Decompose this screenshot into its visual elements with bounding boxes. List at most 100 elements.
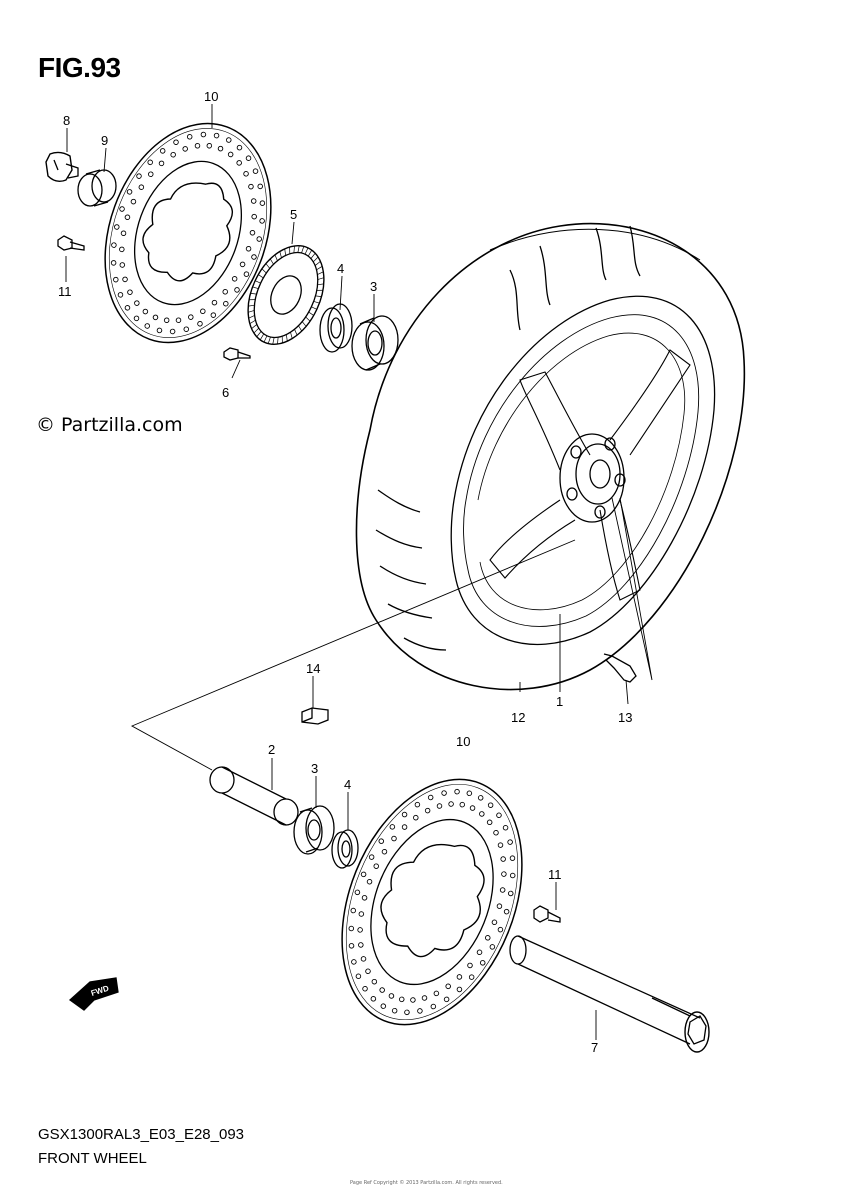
sensor-tooth — [313, 256, 319, 263]
bearing-part-3-upper[interactable] — [351, 315, 399, 371]
vent-hole — [136, 173, 142, 179]
vent-hole — [486, 819, 493, 826]
spacer-part-2[interactable] — [209, 766, 299, 826]
vent-hole — [122, 276, 128, 283]
vent-hole — [373, 863, 379, 869]
vent-hole — [456, 974, 463, 980]
vent-hole — [186, 134, 193, 140]
vent-hole — [476, 949, 483, 956]
vent-hole — [156, 327, 163, 334]
sensor-tooth — [284, 248, 287, 256]
callout-11-lower: 11 — [548, 867, 562, 882]
vent-hole — [414, 801, 421, 808]
model-code: GSX1300RAL3_E03_E28_093 — [38, 1126, 245, 1143]
spacer-collar-part-9[interactable] — [77, 169, 117, 207]
sensor-tooth — [316, 289, 323, 291]
vent-hole — [507, 890, 514, 897]
vent-hole — [355, 973, 362, 979]
vent-hole — [169, 328, 176, 335]
air-valve-part-13[interactable] — [603, 653, 637, 683]
sensor-tooth — [313, 301, 320, 304]
vent-hole — [469, 805, 476, 811]
callout-3-upper: 3 — [370, 279, 377, 294]
front-wheel-assembly[interactable] — [355, 222, 746, 691]
sensor-tooth — [248, 315, 255, 319]
sensor-tooth — [252, 286, 259, 289]
vent-hole — [496, 812, 502, 819]
vent-hole — [211, 299, 218, 306]
callout-9: 9 — [101, 133, 108, 148]
sensor-rotor-part-5[interactable] — [233, 234, 339, 357]
sensor-tooth — [307, 249, 313, 257]
vent-hole — [459, 801, 466, 808]
vent-hole — [410, 997, 416, 1003]
sensor-tooth — [274, 254, 278, 261]
vent-hole — [467, 962, 473, 969]
figure-title: FIG.93 — [38, 52, 121, 83]
vent-hole — [124, 305, 131, 311]
vent-hole — [427, 794, 434, 801]
vent-hole — [348, 943, 355, 949]
sensor-tooth — [308, 311, 314, 316]
vent-hole — [257, 183, 263, 190]
callout-6: 6 — [222, 385, 229, 400]
sensor-tooth — [310, 253, 316, 259]
callout-10-lower: 10 — [456, 734, 470, 749]
sensor-ring-teeth — [248, 245, 324, 345]
vent-hole — [354, 889, 361, 896]
vent-hole — [175, 317, 182, 323]
sensor-tooth — [317, 283, 324, 286]
vent-hole — [507, 839, 513, 845]
sensor-tooth — [290, 332, 293, 339]
vent-hole — [454, 788, 460, 795]
front-tire-part-12[interactable] — [355, 222, 746, 691]
vent-hole — [401, 811, 408, 818]
oil-seal-part-4-upper[interactable] — [319, 303, 353, 353]
vent-hole — [173, 139, 179, 145]
front-wheel-rim-part-1[interactable] — [450, 295, 716, 646]
sensor-tooth — [301, 246, 305, 254]
sensor-tooth — [304, 247, 309, 255]
section-name: FRONT WHEEL — [38, 1150, 147, 1167]
vent-hole — [433, 990, 440, 997]
vent-hole — [236, 144, 243, 151]
vent-hole — [194, 143, 201, 149]
vent-hole — [485, 935, 491, 941]
vent-hole — [350, 907, 357, 914]
vent-hole — [479, 960, 486, 966]
disc-bolt-part-11-upper[interactable] — [57, 235, 85, 251]
vent-hole — [142, 308, 149, 315]
vent-hole — [351, 959, 357, 965]
sensor-tooth — [261, 268, 267, 274]
vent-hole — [250, 198, 257, 204]
sensor-tooth — [267, 336, 271, 344]
disc-vent-holes — [348, 788, 516, 1016]
front-axle-part-7[interactable] — [509, 935, 710, 1053]
disc-bolt-part-11-lower[interactable] — [533, 905, 561, 923]
sensor-tooth — [256, 331, 262, 337]
vent-hole — [368, 854, 375, 860]
callout-3-lower: 3 — [311, 761, 318, 776]
vent-hole — [466, 790, 473, 797]
sensor-screw-part-6[interactable] — [223, 347, 251, 361]
vent-hole — [243, 271, 250, 277]
vent-hole — [456, 986, 463, 993]
axle-bolt-part-8[interactable] — [45, 151, 79, 183]
brake-disc-lower[interactable] — [308, 753, 556, 1052]
vent-hole — [127, 289, 133, 295]
brake-disc-upper[interactable] — [76, 100, 300, 366]
balance-weight-part-14[interactable] — [301, 707, 329, 725]
sensor-tooth — [248, 310, 255, 313]
sensor-tooth — [279, 251, 282, 258]
vent-hole — [113, 276, 119, 283]
oil-seal-part-4-lower[interactable] — [331, 829, 359, 869]
leader-lines — [65, 104, 653, 1040]
vent-hole — [147, 159, 153, 166]
bearing-part-3-lower[interactable] — [293, 805, 335, 855]
sensor-tooth — [249, 319, 256, 324]
callout-10-upper: 10 — [204, 89, 218, 104]
sensor-tooth — [277, 337, 279, 345]
sensor-tooth — [253, 327, 259, 334]
vent-hole — [441, 790, 447, 796]
